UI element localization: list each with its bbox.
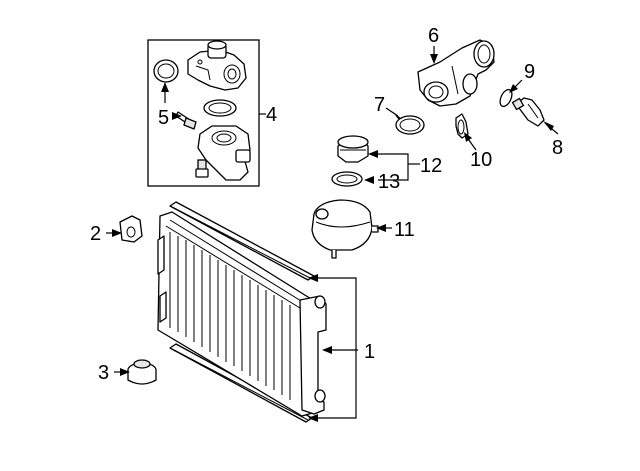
radiator-mount-upper	[119, 215, 143, 243]
housing-bolt	[175, 111, 197, 130]
callout-3: 3	[98, 362, 109, 384]
housing-gasket-ring	[203, 99, 237, 117]
callout-5: 5	[158, 107, 169, 129]
reservoir-cap	[337, 135, 369, 163]
callout-12: 12	[420, 155, 442, 177]
radiator-mount-lower	[127, 359, 157, 385]
expansion-tank	[311, 199, 379, 259]
thermostat-housing-lower	[197, 125, 251, 181]
callout-6: 6	[428, 25, 439, 47]
thermostat-group-box	[147, 39, 260, 187]
temperature-sensor	[511, 97, 545, 127]
flange-o-ring	[395, 115, 425, 135]
callout-13: 13	[378, 171, 400, 193]
cap-seal	[331, 171, 363, 187]
callout-4: 4	[266, 104, 277, 126]
radiator-core	[157, 211, 327, 417]
callout-8: 8	[552, 137, 563, 159]
callout-10: 10	[470, 149, 492, 171]
sensor-o-ring	[499, 88, 513, 108]
callout-1: 1	[364, 341, 375, 363]
coolant-flange	[417, 39, 495, 107]
callout-2: 2	[90, 223, 101, 245]
thermostat-housing-upper	[187, 40, 247, 91]
callout-7: 7	[374, 94, 385, 116]
o-ring-gasket-upper	[153, 59, 179, 83]
callout-9: 9	[524, 61, 535, 83]
small-bolt-lower	[195, 159, 209, 178]
callout-11: 11	[394, 219, 415, 241]
